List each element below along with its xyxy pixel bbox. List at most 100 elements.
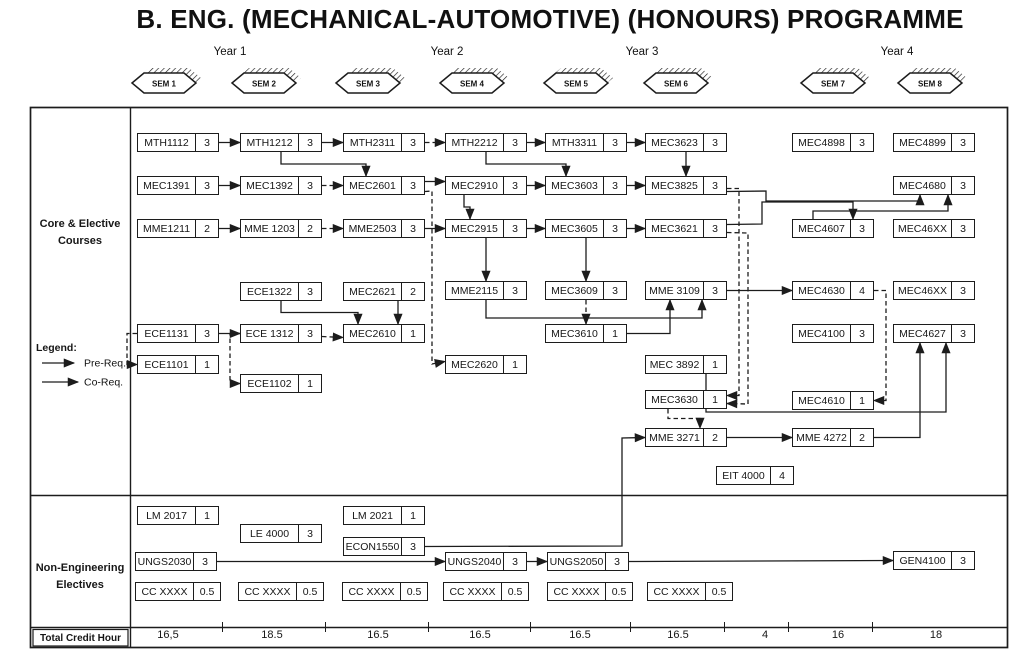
course-code: LE 4000 — [249, 527, 290, 540]
course-code: MEC4100 — [798, 327, 845, 340]
course-credit: 3 — [195, 325, 218, 342]
year-label: Year 4 — [880, 46, 914, 58]
course-box: MTH2212 3 — [445, 133, 527, 152]
course-code: CC XXXX — [244, 585, 291, 598]
coreq-arrow — [667, 409, 705, 430]
total-value: 18.5 — [261, 629, 283, 641]
core-section-label: Core & Elective Courses — [39, 218, 121, 247]
course-credit: 0.5 — [296, 583, 323, 600]
course-code: MME2503 — [348, 222, 397, 235]
course-credit: 3 — [703, 177, 726, 194]
course-credit: 1 — [603, 325, 626, 342]
course-credit: 3 — [503, 220, 526, 237]
course-credit: 3 — [951, 325, 974, 342]
sem-badge: SEM 1 — [130, 68, 201, 94]
coreq-arrow — [126, 332, 139, 370]
total-value: 4 — [761, 629, 769, 641]
course-credit: 3 — [850, 325, 873, 342]
course-credit: 3 — [298, 177, 321, 194]
course-credit: 3 — [298, 325, 321, 342]
course-credit: 2 — [850, 429, 873, 446]
coreq-arrow — [229, 332, 242, 389]
course-code: EIT 4000 — [722, 469, 765, 482]
course-code: LM 2017 — [146, 509, 187, 522]
course-credit: 3 — [401, 134, 424, 151]
course-credit: 3 — [503, 134, 526, 151]
course-code: CC XXXX — [141, 585, 188, 598]
course-code: MTH2311 — [349, 136, 396, 149]
course-code: UNGS2050 — [549, 555, 604, 568]
sem-badge-label: SEM 3 — [356, 80, 381, 89]
course-credit: 2 — [195, 220, 218, 237]
coreq-arrow-icon: Co-Req. — [42, 377, 123, 389]
sem-badge-label: SEM 1 — [152, 80, 177, 89]
sem-badge: SEM 7 — [799, 68, 870, 94]
course-credit: 0.5 — [705, 583, 732, 600]
course-code: MEC2610 — [349, 327, 396, 340]
course-code: LM 2021 — [352, 509, 393, 522]
course-code: MEC 3892 — [649, 358, 700, 371]
sem-badge: SEM 5 — [542, 68, 613, 94]
prereq-arrow — [726, 190, 925, 206]
course-code: GEN4100 — [899, 554, 946, 567]
course-code: MME 3271 — [649, 431, 700, 444]
course-credit: 3 — [703, 134, 726, 151]
prereq-arrow — [424, 433, 647, 548]
course-code: MEC3630 — [651, 393, 698, 406]
prereq-arrow — [280, 301, 363, 326]
course-code: MEC4630 — [798, 284, 845, 297]
course-code: MEC2621 — [349, 285, 396, 298]
course-box: MEC3825 3 — [645, 176, 727, 195]
course-credit: 3 — [703, 282, 726, 299]
course-box: MEC1392 3 — [240, 176, 322, 195]
course-credit: 3 — [951, 177, 974, 194]
prereq-arrow — [463, 195, 475, 221]
prereq-arrow — [485, 152, 571, 178]
course-code: MEC3605 — [551, 222, 598, 235]
course-credit: 3 — [401, 538, 424, 555]
course-code: MEC1392 — [246, 179, 293, 192]
course-credit: 3 — [195, 177, 218, 194]
course-credit: 3 — [603, 282, 626, 299]
total-value: 16.5 — [469, 629, 491, 641]
sem-badge-label: SEM 5 — [564, 80, 589, 89]
prereq-arrow — [874, 341, 925, 439]
course-code: MME 3109 — [649, 284, 700, 297]
course-credit: 3 — [298, 134, 321, 151]
course-code: MEC3621 — [651, 222, 698, 235]
course-code: MEC3610 — [551, 327, 598, 340]
course-code: MEC3825 — [651, 179, 698, 192]
course-code: MME2115 — [450, 284, 499, 297]
prereq-arrow — [812, 193, 953, 219]
course-code: MEC4607 — [798, 222, 845, 235]
course-credit: 1 — [298, 375, 321, 392]
course-code: MTH2212 — [451, 136, 498, 149]
sem-badge-label: SEM 4 — [460, 80, 485, 89]
total-value: 16.5 — [667, 629, 689, 641]
